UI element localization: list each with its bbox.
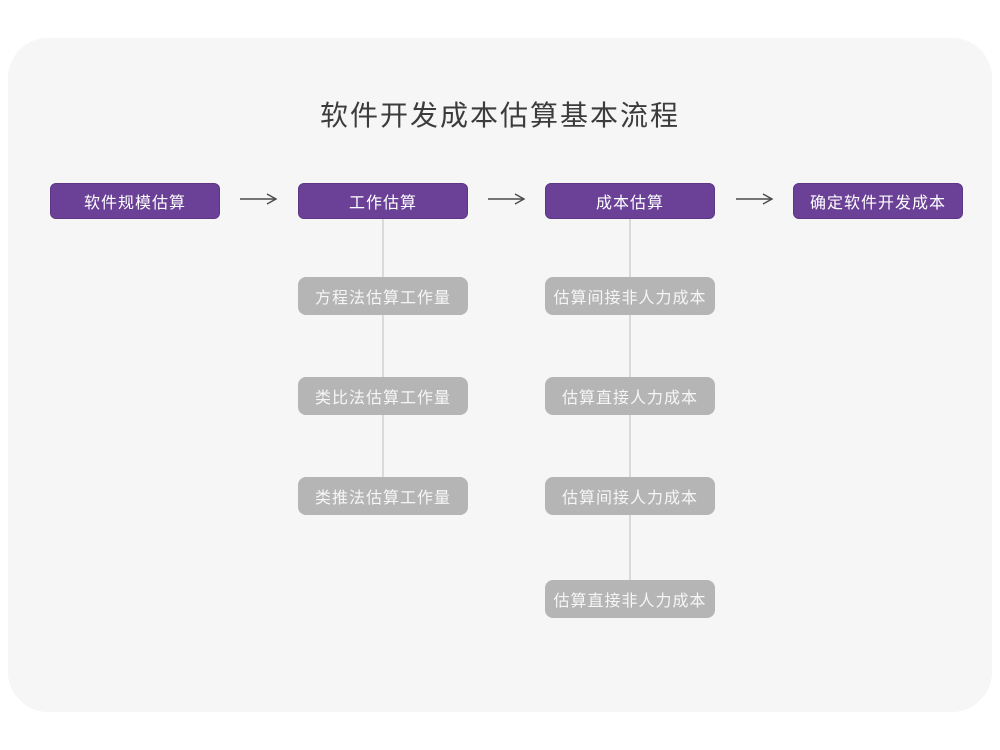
- sub-step-direct-labor-cost: 估算直接人力成本: [545, 377, 715, 415]
- diagram-title: 软件开发成本估算基本流程: [319, 100, 680, 131]
- step-work-estimation: 工作估算: [298, 183, 468, 219]
- step-determine-software-development-cost: 确定软件开发成本: [793, 183, 963, 219]
- arrow-right-icon: [487, 193, 527, 205]
- sub-step-indirect-non-labor-cost: 估算间接非人力成本: [545, 277, 715, 315]
- sub-step-direct-non-labor-cost: 估算直接非人力成本: [545, 580, 715, 618]
- step-cost-estimation: 成本估算: [545, 183, 715, 219]
- sub-step-label: 估算间接人力成本: [561, 490, 698, 507]
- sub-step-equation-method-workload: 方程法估算工作量: [298, 277, 468, 315]
- step-label: 工作估算: [348, 195, 417, 212]
- step-software-scale-estimation: 软件规模估算: [50, 183, 220, 219]
- sub-step-label: 估算直接非人力成本: [553, 593, 707, 610]
- sub-step-label: 方程法估算工作量: [314, 290, 451, 307]
- arrow-right-icon: [239, 193, 279, 205]
- sub-step-extrapolation-method-workload: 类推法估算工作量: [298, 477, 468, 515]
- sub-step-label: 估算直接人力成本: [561, 390, 698, 407]
- sub-step-analogy-method-workload: 类比法估算工作量: [298, 377, 468, 415]
- step-label: 软件规模估算: [83, 195, 186, 212]
- step-label: 确定软件开发成本: [809, 195, 946, 212]
- diagram-card: 软件开发成本估算基本流程 软件规模估算 工作估算 成本估算: [8, 38, 992, 712]
- connector-line-work-estimation: [382, 218, 384, 496]
- step-label: 成本估算: [595, 195, 664, 212]
- sub-step-label: 类推法估算工作量: [314, 490, 451, 507]
- sub-step-label: 类比法估算工作量: [314, 390, 451, 407]
- sub-step-label: 估算间接非人力成本: [553, 290, 707, 307]
- sub-step-indirect-labor-cost: 估算间接人力成本: [545, 477, 715, 515]
- arrow-right-icon: [735, 193, 775, 205]
